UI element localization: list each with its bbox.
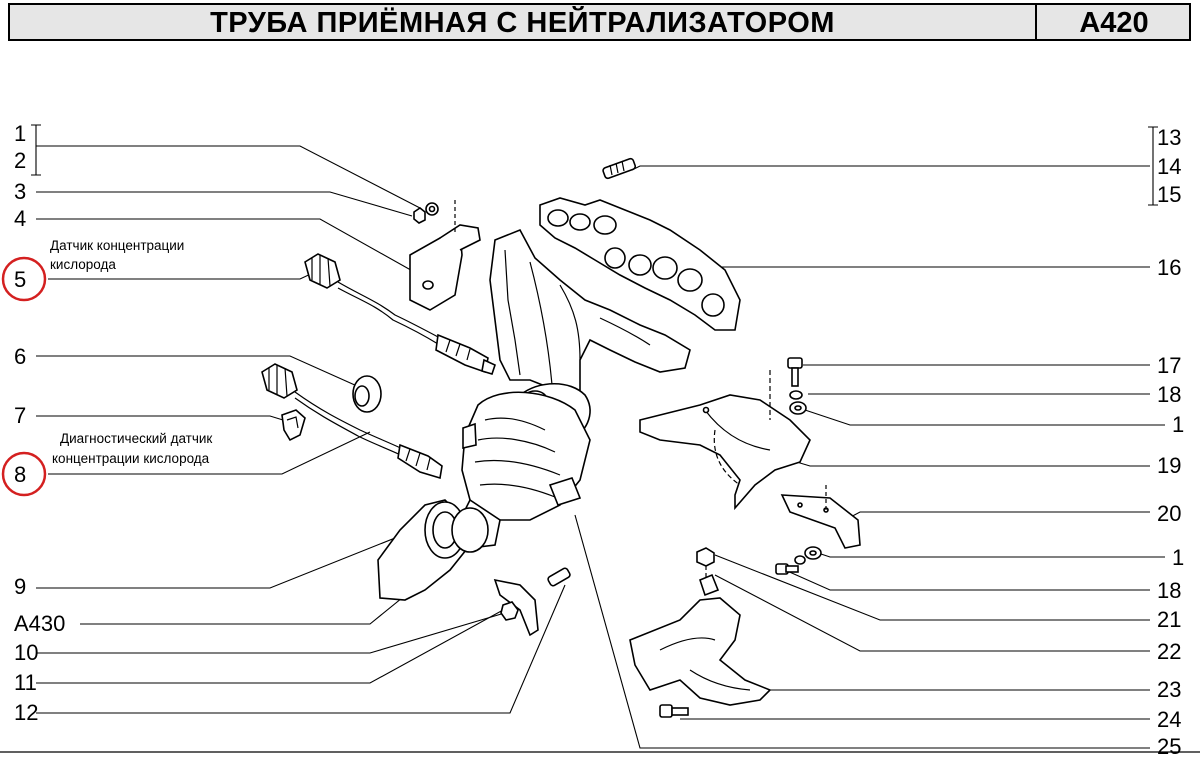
callout-17[interactable]: 17 <box>1157 353 1181 378</box>
callout-22[interactable]: 22 <box>1157 639 1181 664</box>
callout-3[interactable]: 3 <box>14 179 26 204</box>
callout-13[interactable]: 13 <box>1157 125 1181 150</box>
callout-5[interactable]: 5 <box>14 267 26 292</box>
callout-14[interactable]: 14 <box>1157 154 1181 179</box>
washers-lower <box>775 546 822 575</box>
callout-24[interactable]: 24 <box>1157 707 1181 732</box>
clip-7 <box>281 409 306 442</box>
callout-18[interactable]: 18 <box>1157 382 1181 407</box>
callout-1-right-a[interactable]: 1 <box>1172 412 1184 437</box>
callout-11[interactable]: 11 <box>14 670 37 695</box>
bracket-20 <box>780 485 861 549</box>
callout-9[interactable]: 9 <box>14 574 26 599</box>
section-code: A420 <box>1035 5 1191 39</box>
callout-8[interactable]: 8 <box>14 462 26 487</box>
flange-clamp <box>493 567 571 637</box>
heat-shield-23 <box>629 573 772 706</box>
callout-a430[interactable]: A430 <box>14 611 65 636</box>
callout-10[interactable]: 10 <box>14 640 38 665</box>
heat-shield-19 <box>639 370 811 511</box>
bolt-17 <box>787 357 807 415</box>
manifold-gasket <box>539 197 741 331</box>
callout-12[interactable]: 12 <box>14 700 38 725</box>
callout-6[interactable]: 6 <box>14 344 26 369</box>
callout-4[interactable]: 4 <box>14 206 26 231</box>
callout-2[interactable]: 2 <box>14 148 26 173</box>
down-pipe <box>377 499 489 601</box>
page-title: ТРУБА ПРИЁМНАЯ С НЕЙТРАЛИЗАТОРОМ <box>210 7 835 39</box>
callout-25[interactable]: 25 <box>1157 734 1181 757</box>
stud-top <box>602 157 637 180</box>
note-o2-sensor-line1: Датчик концентрации <box>50 238 184 253</box>
bracket-13-15 <box>1148 126 1158 206</box>
note-diag-sensor-line1: Диагностический датчик <box>60 431 212 446</box>
callout-19[interactable]: 19 <box>1157 453 1181 478</box>
highlight-circle-5 <box>1 256 47 302</box>
callout-21[interactable]: 21 <box>1157 607 1181 632</box>
note-o2-sensor-line2: кислорода <box>50 257 116 272</box>
callout-15[interactable]: 15 <box>1157 182 1181 207</box>
callout-20[interactable]: 20 <box>1157 501 1181 526</box>
bracket-1-2 <box>31 124 41 176</box>
callout-7[interactable]: 7 <box>14 403 26 428</box>
bracket-4 <box>409 200 481 311</box>
bolt-24 <box>659 704 689 718</box>
oxygen-sensor-5 <box>304 253 496 375</box>
callout-1-right-b[interactable]: 1 <box>1172 545 1184 570</box>
nut-washer-top <box>413 202 439 224</box>
callout-16[interactable]: 16 <box>1157 255 1181 280</box>
diag-sensor-8 <box>261 363 443 480</box>
callout-23[interactable]: 23 <box>1157 677 1181 702</box>
header-bar: ТРУБА ПРИЁМНАЯ С НЕЙТРАЛИЗАТОРОМ A420 <box>8 3 1191 41</box>
callout-1[interactable]: 1 <box>14 121 26 146</box>
callout-18-b[interactable]: 18 <box>1157 578 1181 603</box>
highlight-circle-8 <box>1 451 47 497</box>
note-diag-sensor-line2: концентрации кислорода <box>52 451 210 466</box>
gasket-ring-6 <box>352 375 382 413</box>
